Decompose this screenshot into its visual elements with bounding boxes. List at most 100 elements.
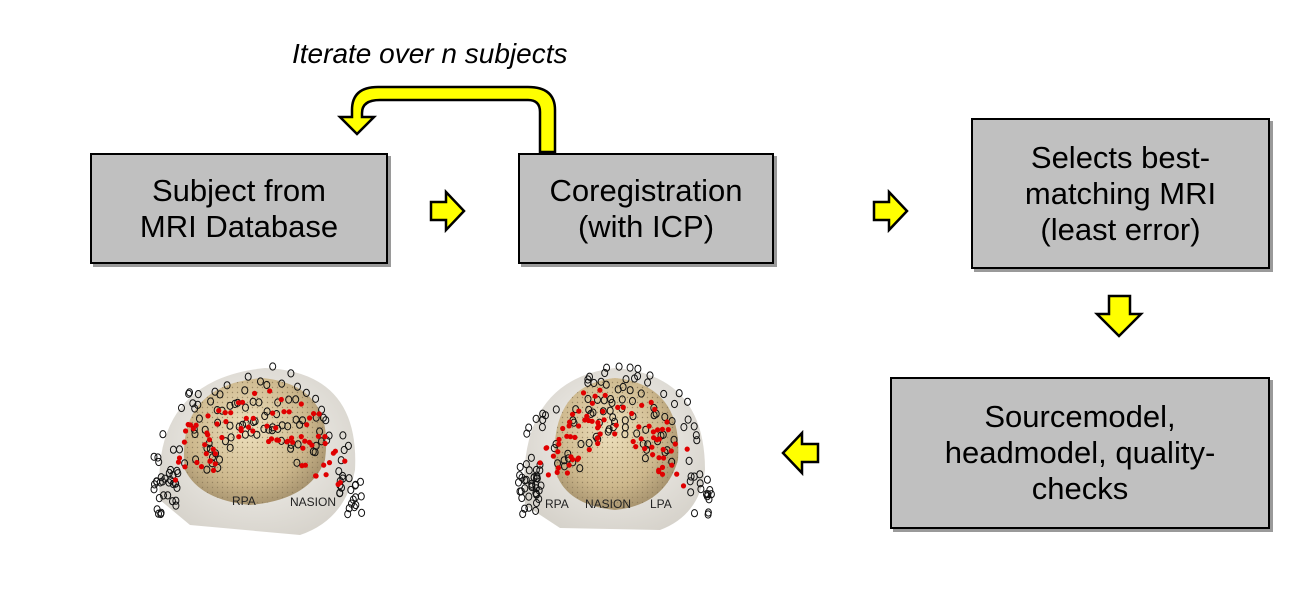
head-left-electrode-marker bbox=[216, 455, 223, 464]
head-middle-headshape-point bbox=[567, 419, 573, 425]
head-left-headshape-point bbox=[238, 425, 244, 432]
head-left-electrode-marker bbox=[159, 430, 167, 439]
head-middle-headshape-point bbox=[660, 446, 666, 453]
head-middle-headshape-point bbox=[659, 471, 666, 477]
head-left-headshape-point bbox=[181, 439, 187, 445]
head-left-electrode-marker bbox=[194, 390, 202, 399]
head-left-headshape-point bbox=[311, 411, 317, 417]
head-left-electrode-marker bbox=[191, 404, 199, 413]
head-left-headshape-point bbox=[245, 424, 252, 430]
head-middle-headshape-point bbox=[555, 449, 561, 455]
head-middle-electrode-marker bbox=[621, 430, 629, 439]
iterate-label: Iterate over n subjects bbox=[292, 38, 568, 69]
head-middle-headshape-point bbox=[630, 438, 636, 445]
head-left-electrode-marker bbox=[226, 443, 234, 452]
head-middle-headshape-point bbox=[545, 472, 552, 478]
head-left-headshape-point bbox=[243, 415, 249, 421]
head-middle-electrode-marker bbox=[523, 429, 531, 438]
head-middle-electrode-marker bbox=[525, 492, 533, 501]
head-left-headshape-point bbox=[202, 442, 208, 448]
head-left-headshape-point bbox=[239, 399, 246, 405]
head-middle-electrode-marker bbox=[606, 406, 614, 415]
head-middle-headshape-point bbox=[684, 446, 690, 452]
head-middle-electrode-marker bbox=[532, 480, 540, 489]
head-left-electrode-marker bbox=[357, 477, 364, 486]
head-left-electrode-marker bbox=[357, 492, 365, 501]
head-middle-electrode-marker bbox=[585, 438, 593, 448]
head-middle-electrode-marker bbox=[516, 462, 524, 472]
head-middle-headshape-point bbox=[554, 469, 560, 475]
head-left-headshape-point bbox=[323, 472, 329, 478]
head-middle-electrode-marker bbox=[646, 371, 654, 380]
head-left-label-nasion: NASION bbox=[290, 495, 336, 509]
head-left-headshape-point bbox=[210, 446, 216, 452]
head-left-electrode-marker bbox=[319, 413, 327, 422]
head-middle-electrode-marker bbox=[690, 422, 698, 431]
head-middle-headshape-point bbox=[586, 447, 592, 453]
head-middle-electrode-marker bbox=[615, 362, 623, 371]
head-left-headshape-point bbox=[207, 458, 213, 464]
head-middle-electrode-marker bbox=[585, 405, 593, 414]
head-left-headshape-point bbox=[175, 459, 182, 465]
head-middle-headshape-point bbox=[620, 404, 626, 410]
head-left-electrode-marker bbox=[269, 362, 277, 371]
head-middle-electrode-marker bbox=[686, 477, 694, 486]
head-left-headshape-point bbox=[219, 434, 225, 441]
head-left-electrode-marker bbox=[222, 437, 229, 446]
sourcemodel-box: Sourcemodel, headmodel, quality- checks bbox=[890, 377, 1270, 529]
head-middle-headshape-point bbox=[613, 422, 619, 428]
head-left-headshape-point bbox=[273, 425, 279, 431]
head-left-headshape-point bbox=[214, 421, 220, 427]
head-left-electrode-marker bbox=[336, 489, 344, 498]
head-middle-electrode-marker bbox=[621, 416, 629, 425]
head-middle-headshape-point bbox=[595, 425, 601, 431]
head-left-electrode-marker bbox=[160, 491, 167, 500]
head-left-headshape-point bbox=[321, 462, 327, 468]
head-middle-headshape-point bbox=[564, 470, 571, 476]
subject-box: Subject from MRI Database bbox=[90, 153, 388, 264]
head-left-electrode-marker bbox=[150, 485, 158, 494]
head-middle-headshape-point bbox=[659, 464, 666, 470]
head-left-electrode-marker bbox=[227, 433, 235, 442]
head-left-electrode-marker bbox=[157, 473, 165, 482]
head-middle-electrode-marker bbox=[537, 481, 545, 490]
head-left-electrode-marker bbox=[195, 414, 203, 423]
head-left-electrode-marker bbox=[293, 458, 301, 467]
head-left-headshape-point bbox=[193, 422, 199, 428]
head-middle-headshape-point bbox=[649, 444, 655, 450]
head-left-headshape-point bbox=[267, 388, 273, 394]
head-left-electrode-marker bbox=[274, 398, 282, 407]
head-middle-electrode-marker bbox=[642, 425, 650, 434]
head-middle-electrode-marker bbox=[515, 478, 522, 487]
coregistration-box-line-1: Coregistration bbox=[549, 172, 743, 208]
head-middle-electrode-marker bbox=[697, 485, 705, 494]
head-middle-headshape-point bbox=[680, 483, 687, 489]
head-middle-headshape-point bbox=[650, 452, 656, 458]
head-left-electrode-marker bbox=[244, 372, 252, 381]
head-middle-electrode-marker bbox=[691, 509, 698, 518]
head-left-electrode-marker bbox=[165, 478, 173, 487]
head-middle-headshape-point bbox=[568, 454, 574, 460]
head-left-headshape-point bbox=[278, 396, 284, 403]
head-middle-electrode-marker bbox=[693, 436, 701, 445]
head-left-headshape-point bbox=[326, 460, 333, 466]
head-left-electrode-marker bbox=[223, 381, 231, 390]
head-left-headshape-point bbox=[289, 435, 295, 441]
head-middle-electrode-marker bbox=[519, 509, 527, 519]
head-middle-electrode-marker bbox=[626, 386, 634, 395]
arrow-right-2 bbox=[872, 188, 909, 234]
head-left-headshape-point bbox=[236, 434, 242, 440]
head-left-headshape-point bbox=[198, 464, 205, 470]
head-middle-headshape-point bbox=[594, 435, 601, 441]
head-left-headshape-point bbox=[284, 439, 290, 445]
head-middle-electrode-marker bbox=[516, 487, 524, 496]
head-middle-electrode-marker bbox=[535, 494, 543, 504]
head-left-electrode-marker bbox=[172, 496, 180, 505]
head-left-electrode-marker bbox=[344, 441, 352, 450]
head-middle-electrode-marker bbox=[622, 375, 630, 384]
head-middle-electrode-marker bbox=[687, 472, 695, 481]
head-left-electrode-marker bbox=[164, 491, 172, 500]
sourcemodel-box-line-2: headmodel, quality- bbox=[944, 435, 1216, 470]
head-left-headshape-point bbox=[298, 401, 304, 407]
head-middle-headshape-point bbox=[659, 426, 666, 432]
